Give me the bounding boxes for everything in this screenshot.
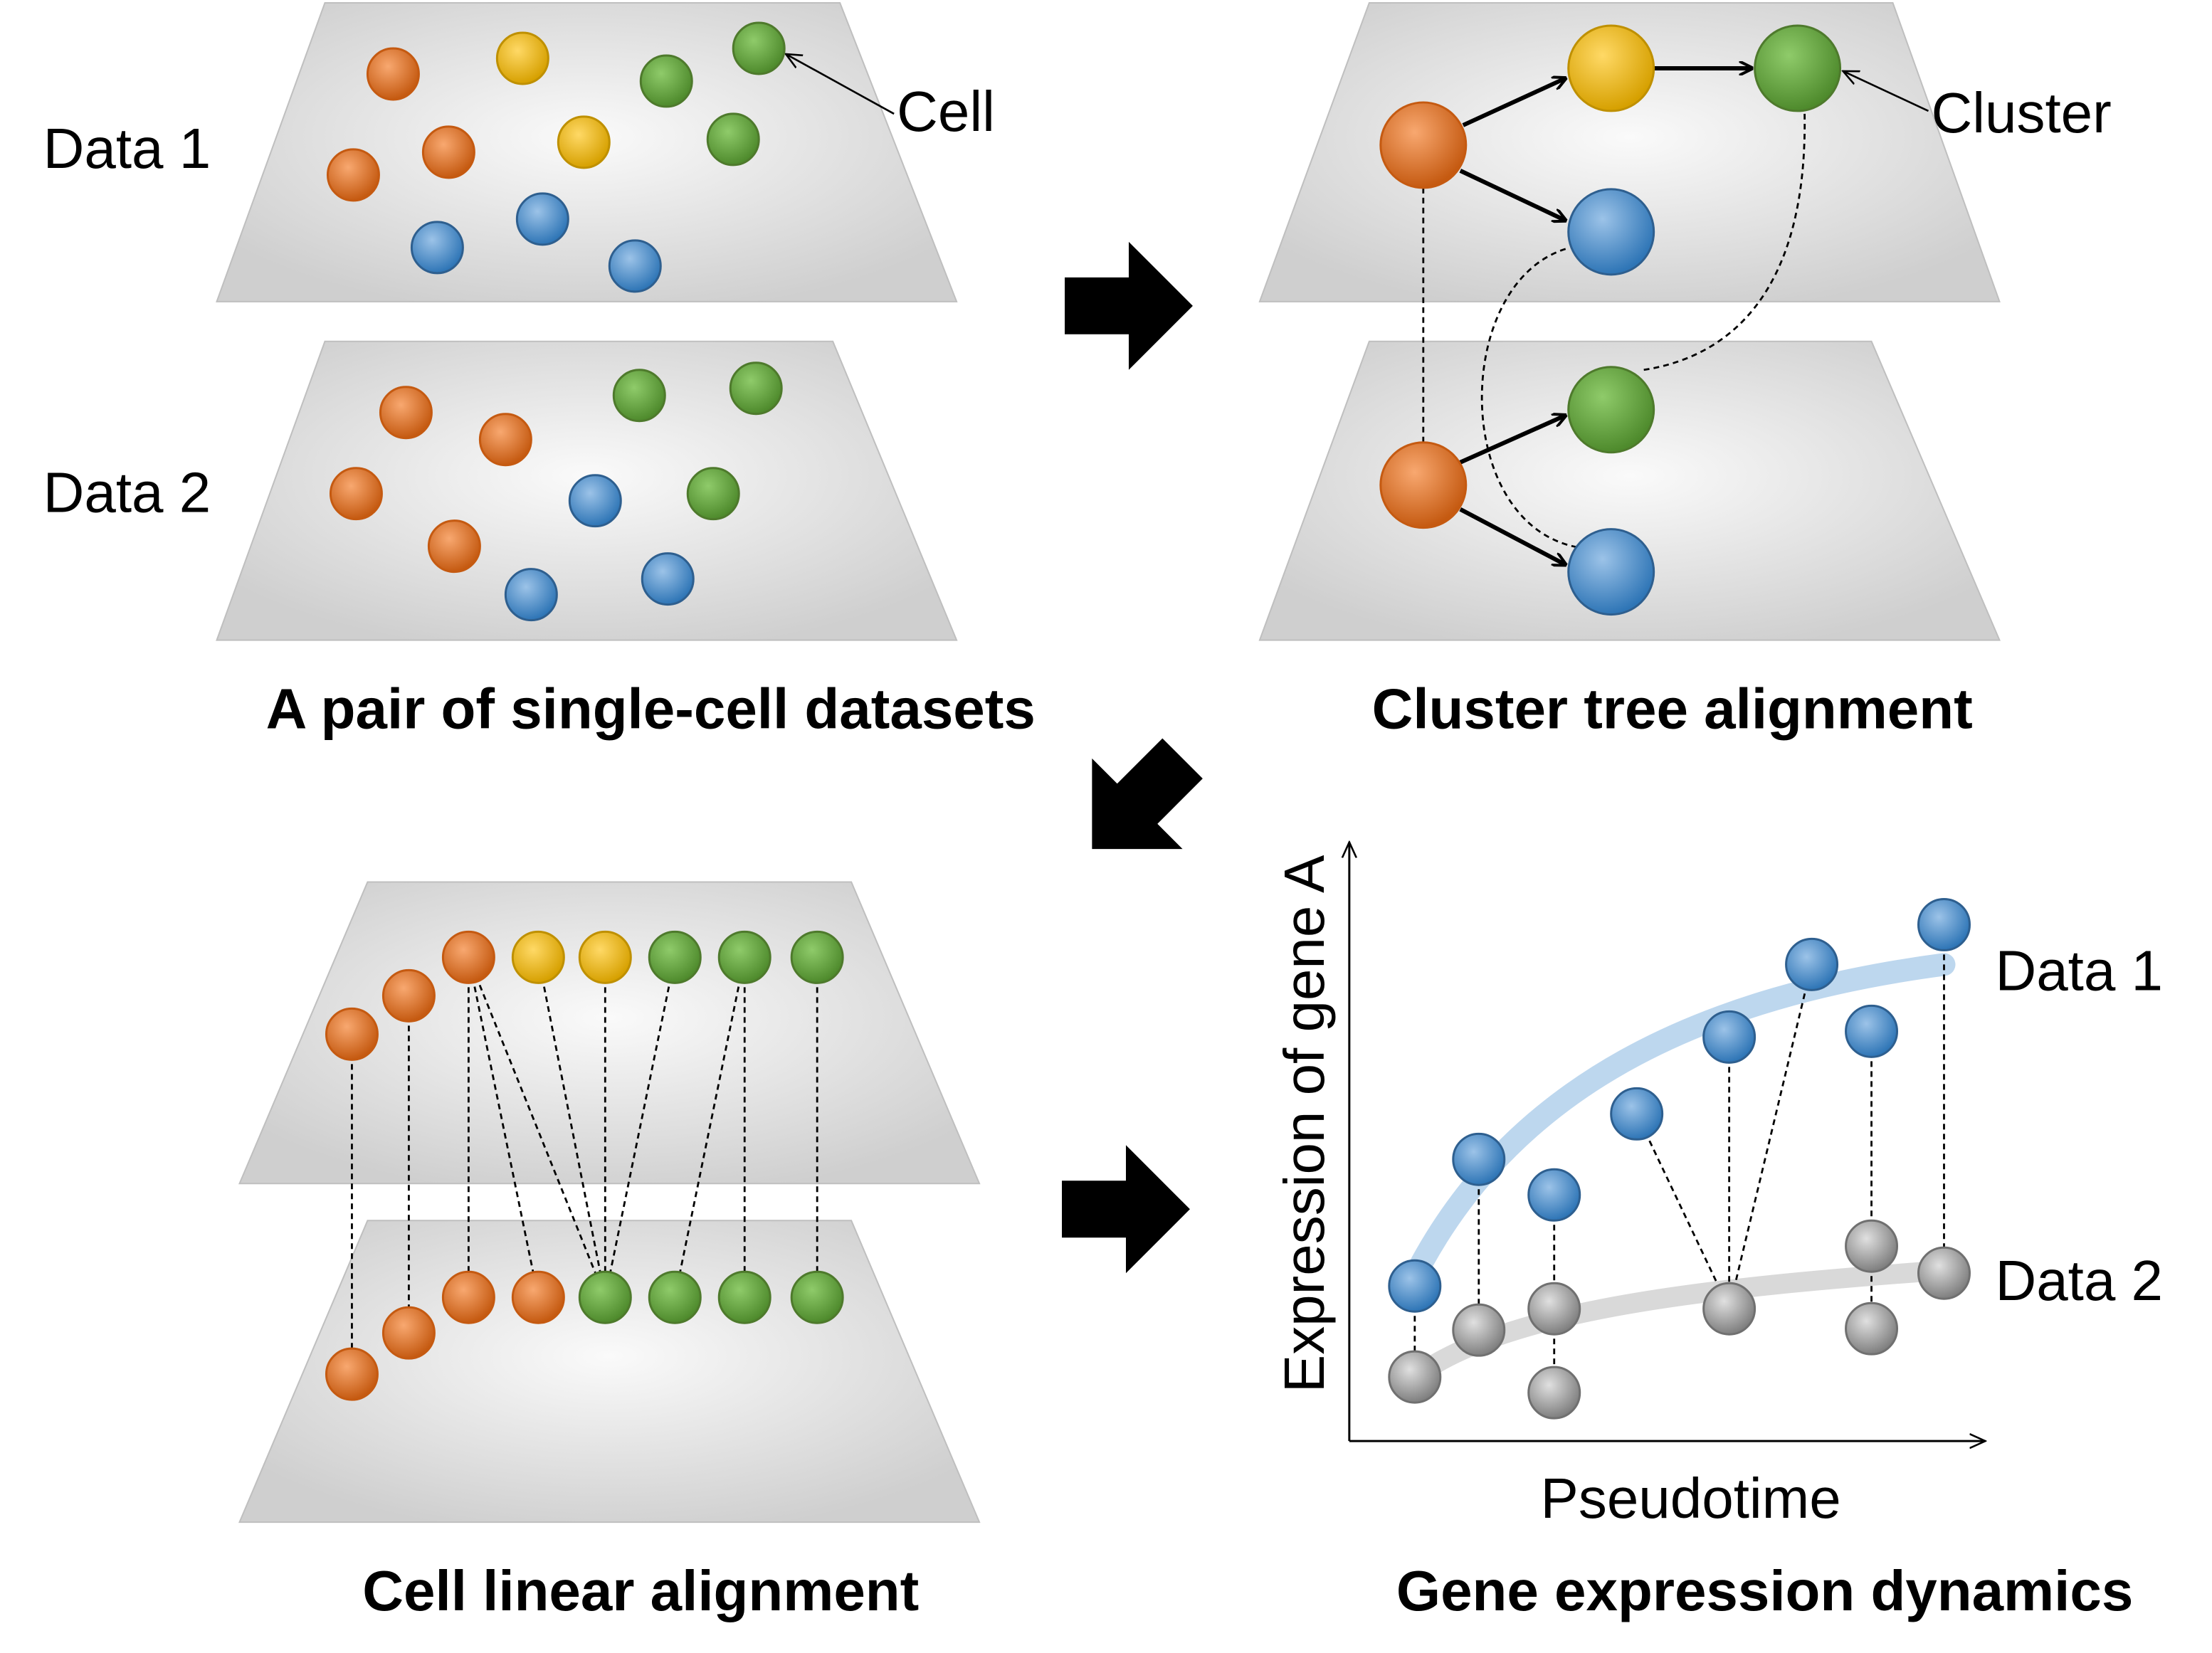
blue-cell xyxy=(515,192,569,246)
x-axis-label: Pseudotime xyxy=(1541,1467,1841,1530)
cell-label: Cell xyxy=(897,80,995,143)
orange-cell xyxy=(381,1306,436,1360)
blue-cell xyxy=(1388,1259,1442,1313)
dynamics-title: Gene expression dynamics xyxy=(1396,1559,2133,1622)
blue-cell xyxy=(568,474,622,528)
tree-edge-arrow xyxy=(1462,78,1566,127)
gray-cell xyxy=(1845,1219,1899,1273)
flow-arrow-icon xyxy=(1092,738,1203,850)
blue-cell xyxy=(1917,897,1971,951)
blue-cell xyxy=(1567,528,1655,616)
blue-cell xyxy=(1567,188,1655,276)
flow-arrow-icon xyxy=(1065,241,1193,370)
flow-arrow-icon xyxy=(1062,1145,1190,1274)
data1-trend-curve xyxy=(1397,953,1956,1299)
green-cell xyxy=(686,467,740,521)
blue-cell xyxy=(1527,1168,1581,1222)
y-axis-label: Expression of gene A xyxy=(1273,855,1336,1393)
green-cell xyxy=(729,361,783,416)
blue-cell xyxy=(608,239,662,293)
green-cell xyxy=(790,930,844,984)
data2-trend-curve xyxy=(1404,1260,1954,1388)
orange-cell xyxy=(329,467,383,521)
cluster-label: Cluster xyxy=(1932,81,2112,144)
cell-match-line xyxy=(468,957,539,1298)
data1-label: Data 1 xyxy=(43,117,211,180)
orange-cell xyxy=(326,148,380,202)
blue-cell xyxy=(1845,1004,1899,1058)
blue-cell xyxy=(1610,1087,1664,1141)
orange-cell xyxy=(381,968,436,1023)
green-cell xyxy=(790,1270,844,1324)
cell-match-line xyxy=(673,957,746,1298)
green-cell xyxy=(578,1270,632,1324)
orange-cell xyxy=(421,125,475,179)
linear-title: Cell linear alignment xyxy=(362,1559,919,1622)
cluster-tree-title: Cluster tree alignment xyxy=(1372,677,1973,741)
green-cell xyxy=(1567,366,1655,454)
green-cell xyxy=(1754,24,1842,112)
orange-cell xyxy=(441,930,495,984)
yellow-cell xyxy=(1567,24,1655,112)
green-cell xyxy=(732,21,786,75)
orange-cell xyxy=(427,519,481,574)
orange-cell xyxy=(325,1007,379,1061)
series-data2-label: Data 2 xyxy=(1995,1249,2163,1312)
cell-pointer xyxy=(786,54,895,115)
cell-match-line xyxy=(604,957,676,1298)
blue-cell xyxy=(641,552,695,606)
plane xyxy=(1258,340,2001,641)
orange-cell xyxy=(1379,441,1468,529)
data2-label: Data 2 xyxy=(43,461,211,524)
blue-cell xyxy=(410,221,464,275)
green-cell xyxy=(717,1270,771,1324)
cells xyxy=(325,21,1971,1420)
cluster-match-line xyxy=(1643,113,1806,371)
green-cell xyxy=(706,112,760,167)
orange-cell xyxy=(1379,101,1468,189)
datasets-title: A pair of single-cell datasets xyxy=(266,677,1036,741)
tree-edge-arrow xyxy=(1459,507,1566,565)
blue-cell xyxy=(1702,1010,1757,1064)
blue-cell xyxy=(1452,1132,1506,1186)
orange-cell xyxy=(511,1270,565,1324)
links xyxy=(351,54,1985,1441)
yellow-cell xyxy=(511,930,565,984)
gray-cell xyxy=(1702,1282,1757,1336)
series-data1-label: Data 1 xyxy=(1995,939,2163,1002)
gray-cell xyxy=(1527,1366,1581,1420)
tree-edge-arrow xyxy=(1459,416,1566,465)
green-cell xyxy=(612,369,666,423)
orange-cell xyxy=(366,47,420,101)
green-cell xyxy=(717,930,771,984)
gray-cell xyxy=(1845,1301,1899,1356)
gray-cell xyxy=(1452,1303,1506,1357)
yellow-cell xyxy=(495,31,549,85)
orange-cell xyxy=(379,386,433,440)
orange-cell xyxy=(441,1270,495,1324)
cluster-pointer xyxy=(1843,71,1929,112)
green-cell xyxy=(648,930,702,984)
cell-match-line xyxy=(537,957,606,1298)
gray-cell xyxy=(1527,1282,1581,1336)
green-cell xyxy=(639,54,693,108)
yellow-cell xyxy=(557,115,611,169)
blue-cell xyxy=(504,568,558,622)
tree-edge-arrow xyxy=(1459,169,1566,221)
green-cell xyxy=(648,1270,702,1324)
cell-match-line xyxy=(468,956,606,1298)
expression-match-line xyxy=(1636,1113,1730,1309)
gray-cell xyxy=(1388,1350,1442,1404)
yellow-cell xyxy=(578,930,632,984)
orange-cell xyxy=(325,1347,379,1401)
gray-cell xyxy=(1917,1246,1971,1300)
orange-cell xyxy=(478,413,532,467)
blue-cell xyxy=(1785,937,1839,991)
